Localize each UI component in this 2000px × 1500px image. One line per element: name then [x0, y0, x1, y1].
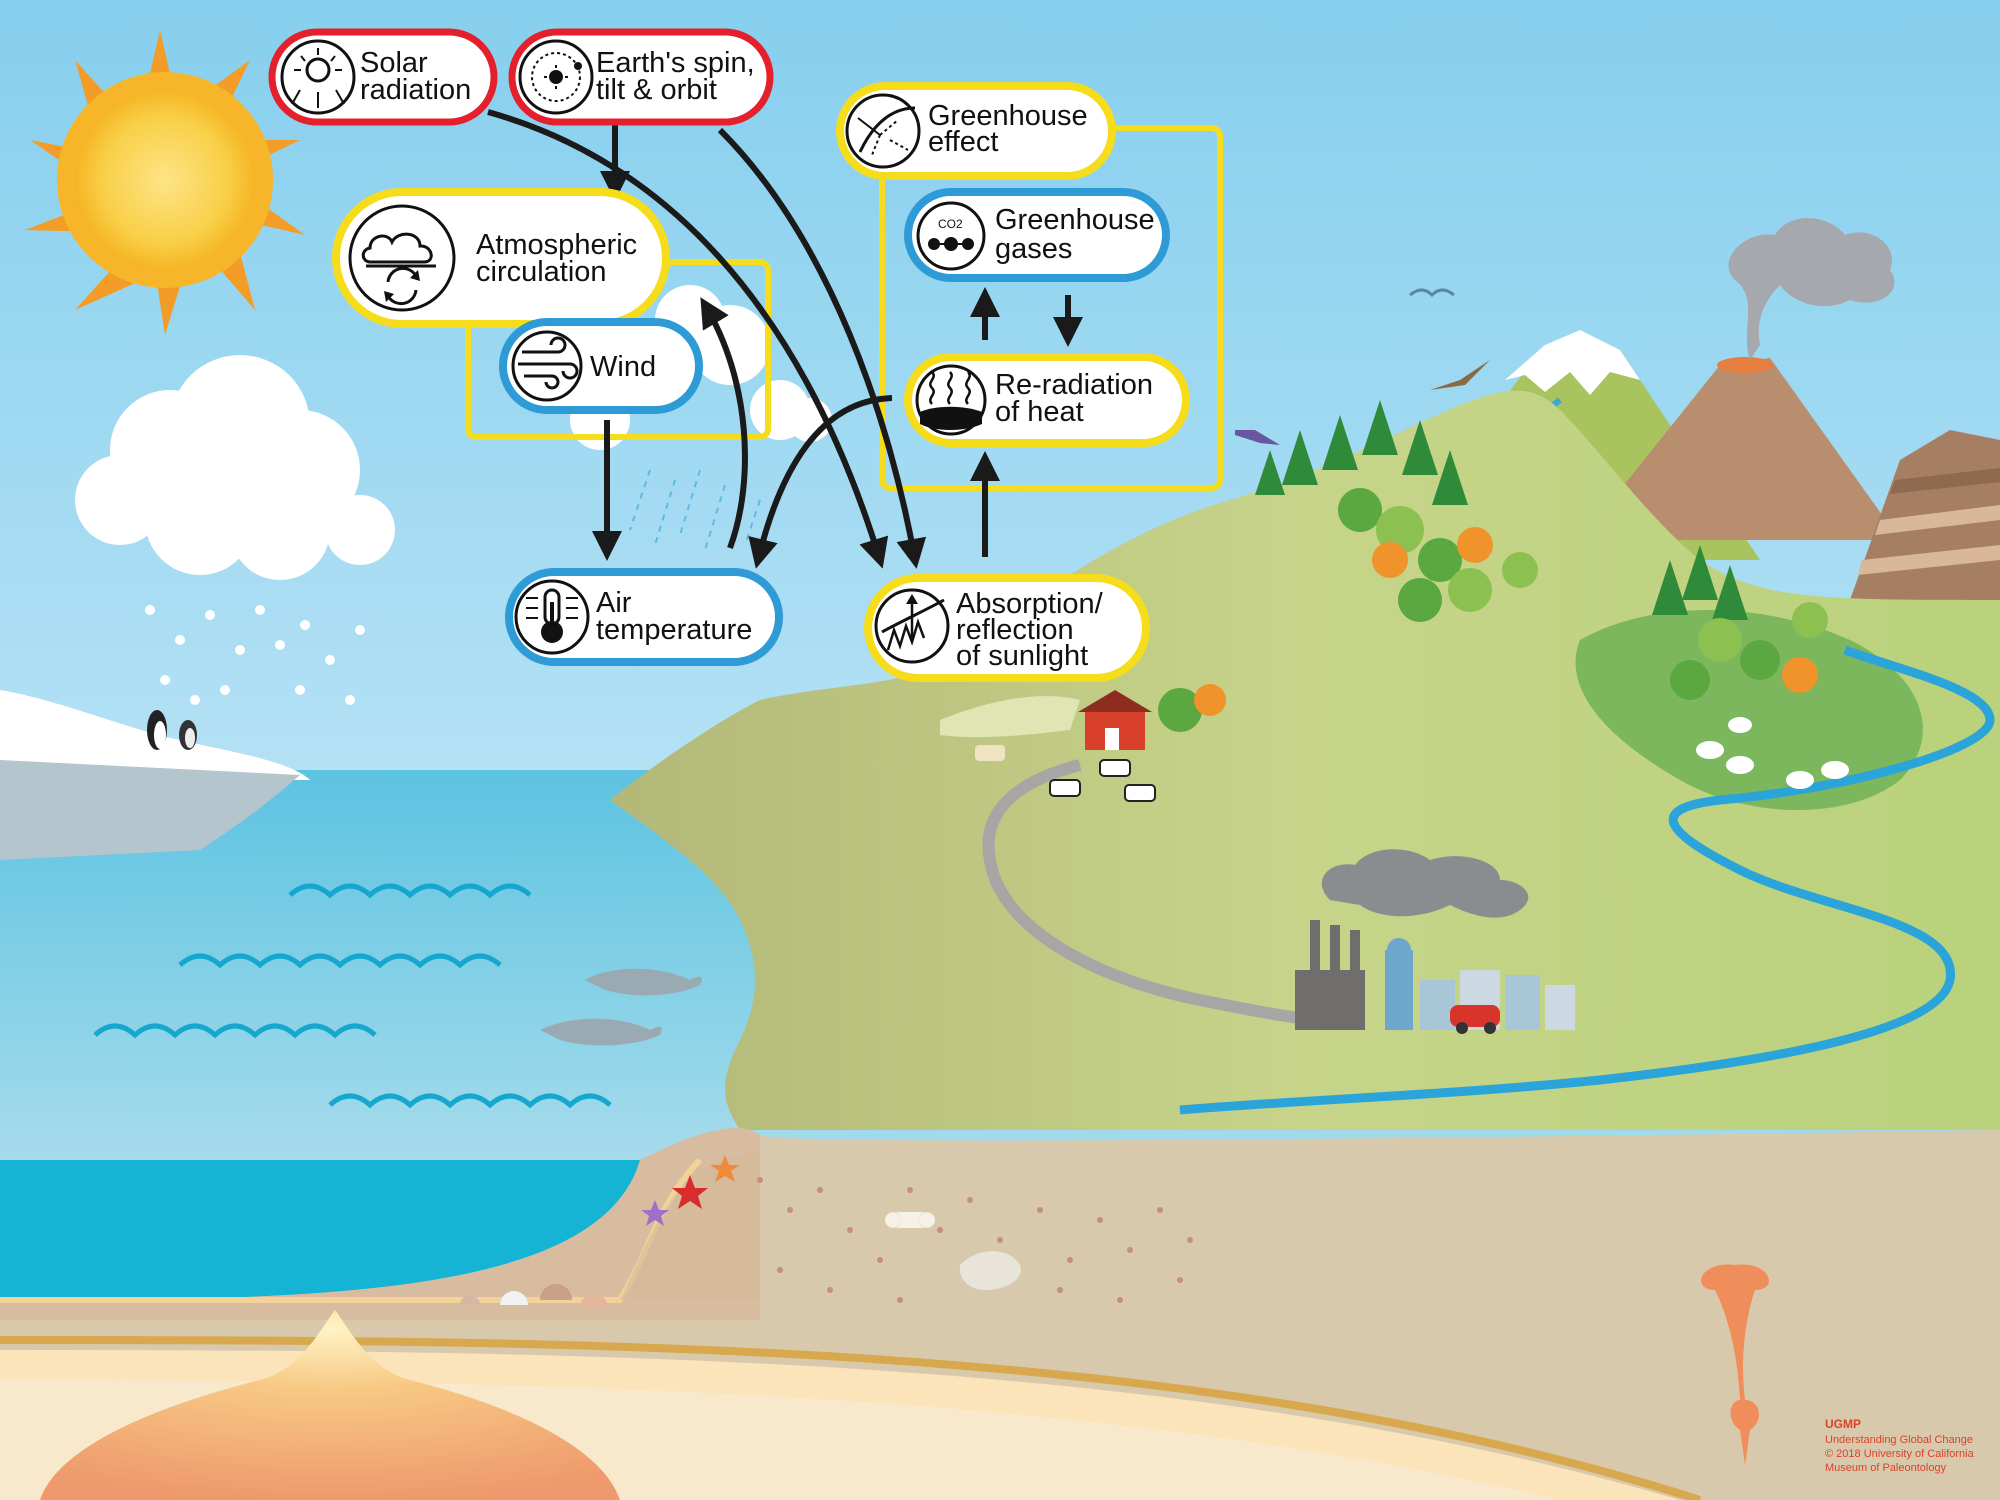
volcano: [1580, 218, 1900, 540]
cloud-cycle-icon: [348, 204, 456, 312]
node-greenhouse-gases: CO2 Greenhouse gases: [904, 188, 1170, 282]
sheep: [1696, 717, 1849, 789]
farm: [940, 684, 1226, 750]
cows: [975, 745, 1156, 802]
sediment: [757, 1177, 1193, 1303]
land: [610, 390, 2000, 1131]
absorption-label-line3: of sunlight: [956, 640, 1088, 672]
co2-icon-label: CO2: [938, 217, 963, 231]
absorption-label-line2: reflection: [956, 614, 1074, 646]
dolphins: [540, 968, 702, 1046]
arrow-solar-to-absorption: [487, 109, 889, 569]
arrow-orbit-to-absorption: [717, 127, 927, 569]
solar-radiation-label-line1: Solar: [360, 47, 428, 79]
earth-spin-label-line2: tilt & orbit: [596, 74, 717, 106]
earth-spin-label-line1: Earth's spin,: [596, 47, 755, 79]
node-wind: Wind: [499, 318, 703, 414]
node-earth-spin-tilt-orbit: Earth's spin, tilt & orbit: [508, 28, 774, 126]
ocean-waves: [93, 883, 612, 1109]
node-reradiation-of-heat: Re-radiation of heat: [904, 353, 1190, 447]
rain-streaks: [629, 469, 761, 551]
node-air-temperature: Air temperature: [505, 568, 783, 666]
orbit-icon: [518, 39, 594, 115]
credit-line2: © 2018 University of California: [1825, 1448, 1975, 1460]
forest: [1255, 400, 1828, 700]
credit-title: UGMP: [1825, 1417, 1861, 1431]
solar-radiation-label-line2: radiation: [360, 74, 471, 106]
magma-plume: [1701, 1264, 1769, 1465]
node-atmospheric-circulation: Atmospheric circulation: [332, 188, 670, 328]
air-temperature-label-line1: Air: [596, 587, 632, 619]
thermometer-icon: [514, 579, 590, 655]
credit-line3: Museum of Paleontology: [1825, 1462, 1947, 1474]
sun-rays-icon: [280, 39, 356, 115]
credit-line1: Understanding Global Change: [1825, 1434, 1973, 1446]
snowflakes: [145, 605, 365, 705]
penguins: [147, 710, 197, 750]
absorption-label-line1: Absorption/: [956, 588, 1104, 620]
reradiation-label-line1: Re-radiation: [995, 369, 1153, 401]
starfish: [641, 1155, 740, 1226]
atmospheric-circulation-label-line1: Atmospheric: [476, 229, 637, 261]
credit: UGMP Understanding Global Change © 2018 …: [1825, 1417, 1975, 1474]
birds: [1235, 288, 1490, 445]
sunlight-reflection-icon: [874, 588, 950, 664]
greenhouse-effect-label-line2: effect: [928, 126, 998, 158]
node-solar-radiation: Solar radiation: [268, 28, 498, 126]
volcano-smoke: [1728, 218, 1895, 360]
air-temperature-label-line2: temperature: [596, 614, 752, 646]
wind-icon: [511, 330, 583, 402]
co2-molecule-icon: CO2: [916, 201, 986, 271]
greenhouse-gases-label-line1: Greenhouse: [995, 204, 1155, 236]
arrow-reradiation-to-airtemp: [748, 395, 893, 569]
atmospheric-circulation-label-line2: circulation: [476, 256, 607, 288]
arrow-airtemp-to-wind: [700, 297, 748, 550]
greenhouse-gases-label-line2: gases: [995, 233, 1072, 265]
wind-label: Wind: [590, 351, 656, 383]
heat-radiation-icon: [915, 364, 987, 436]
sun: [25, 30, 305, 335]
striped-cliff: [1850, 430, 2000, 600]
road: [982, 759, 1331, 1026]
node-absorption-reflection: Absorption/ reflection of sunlight: [864, 574, 1150, 682]
factory-city: [1295, 849, 1575, 1034]
node-greenhouse-effect: Greenhouse effect: [836, 82, 1116, 180]
greenhouse-effect-icon: [845, 93, 921, 169]
cloud-left: [75, 355, 395, 580]
reradiation-label-line2: of heat: [995, 396, 1084, 428]
magma-chamber: [40, 1310, 620, 1500]
river: [1179, 645, 1995, 1115]
greenhouse-effect-label-line1: Greenhouse: [928, 100, 1088, 132]
fossils: [885, 1212, 1021, 1290]
seafloor: [0, 1150, 760, 1300]
shells: [460, 1284, 608, 1308]
